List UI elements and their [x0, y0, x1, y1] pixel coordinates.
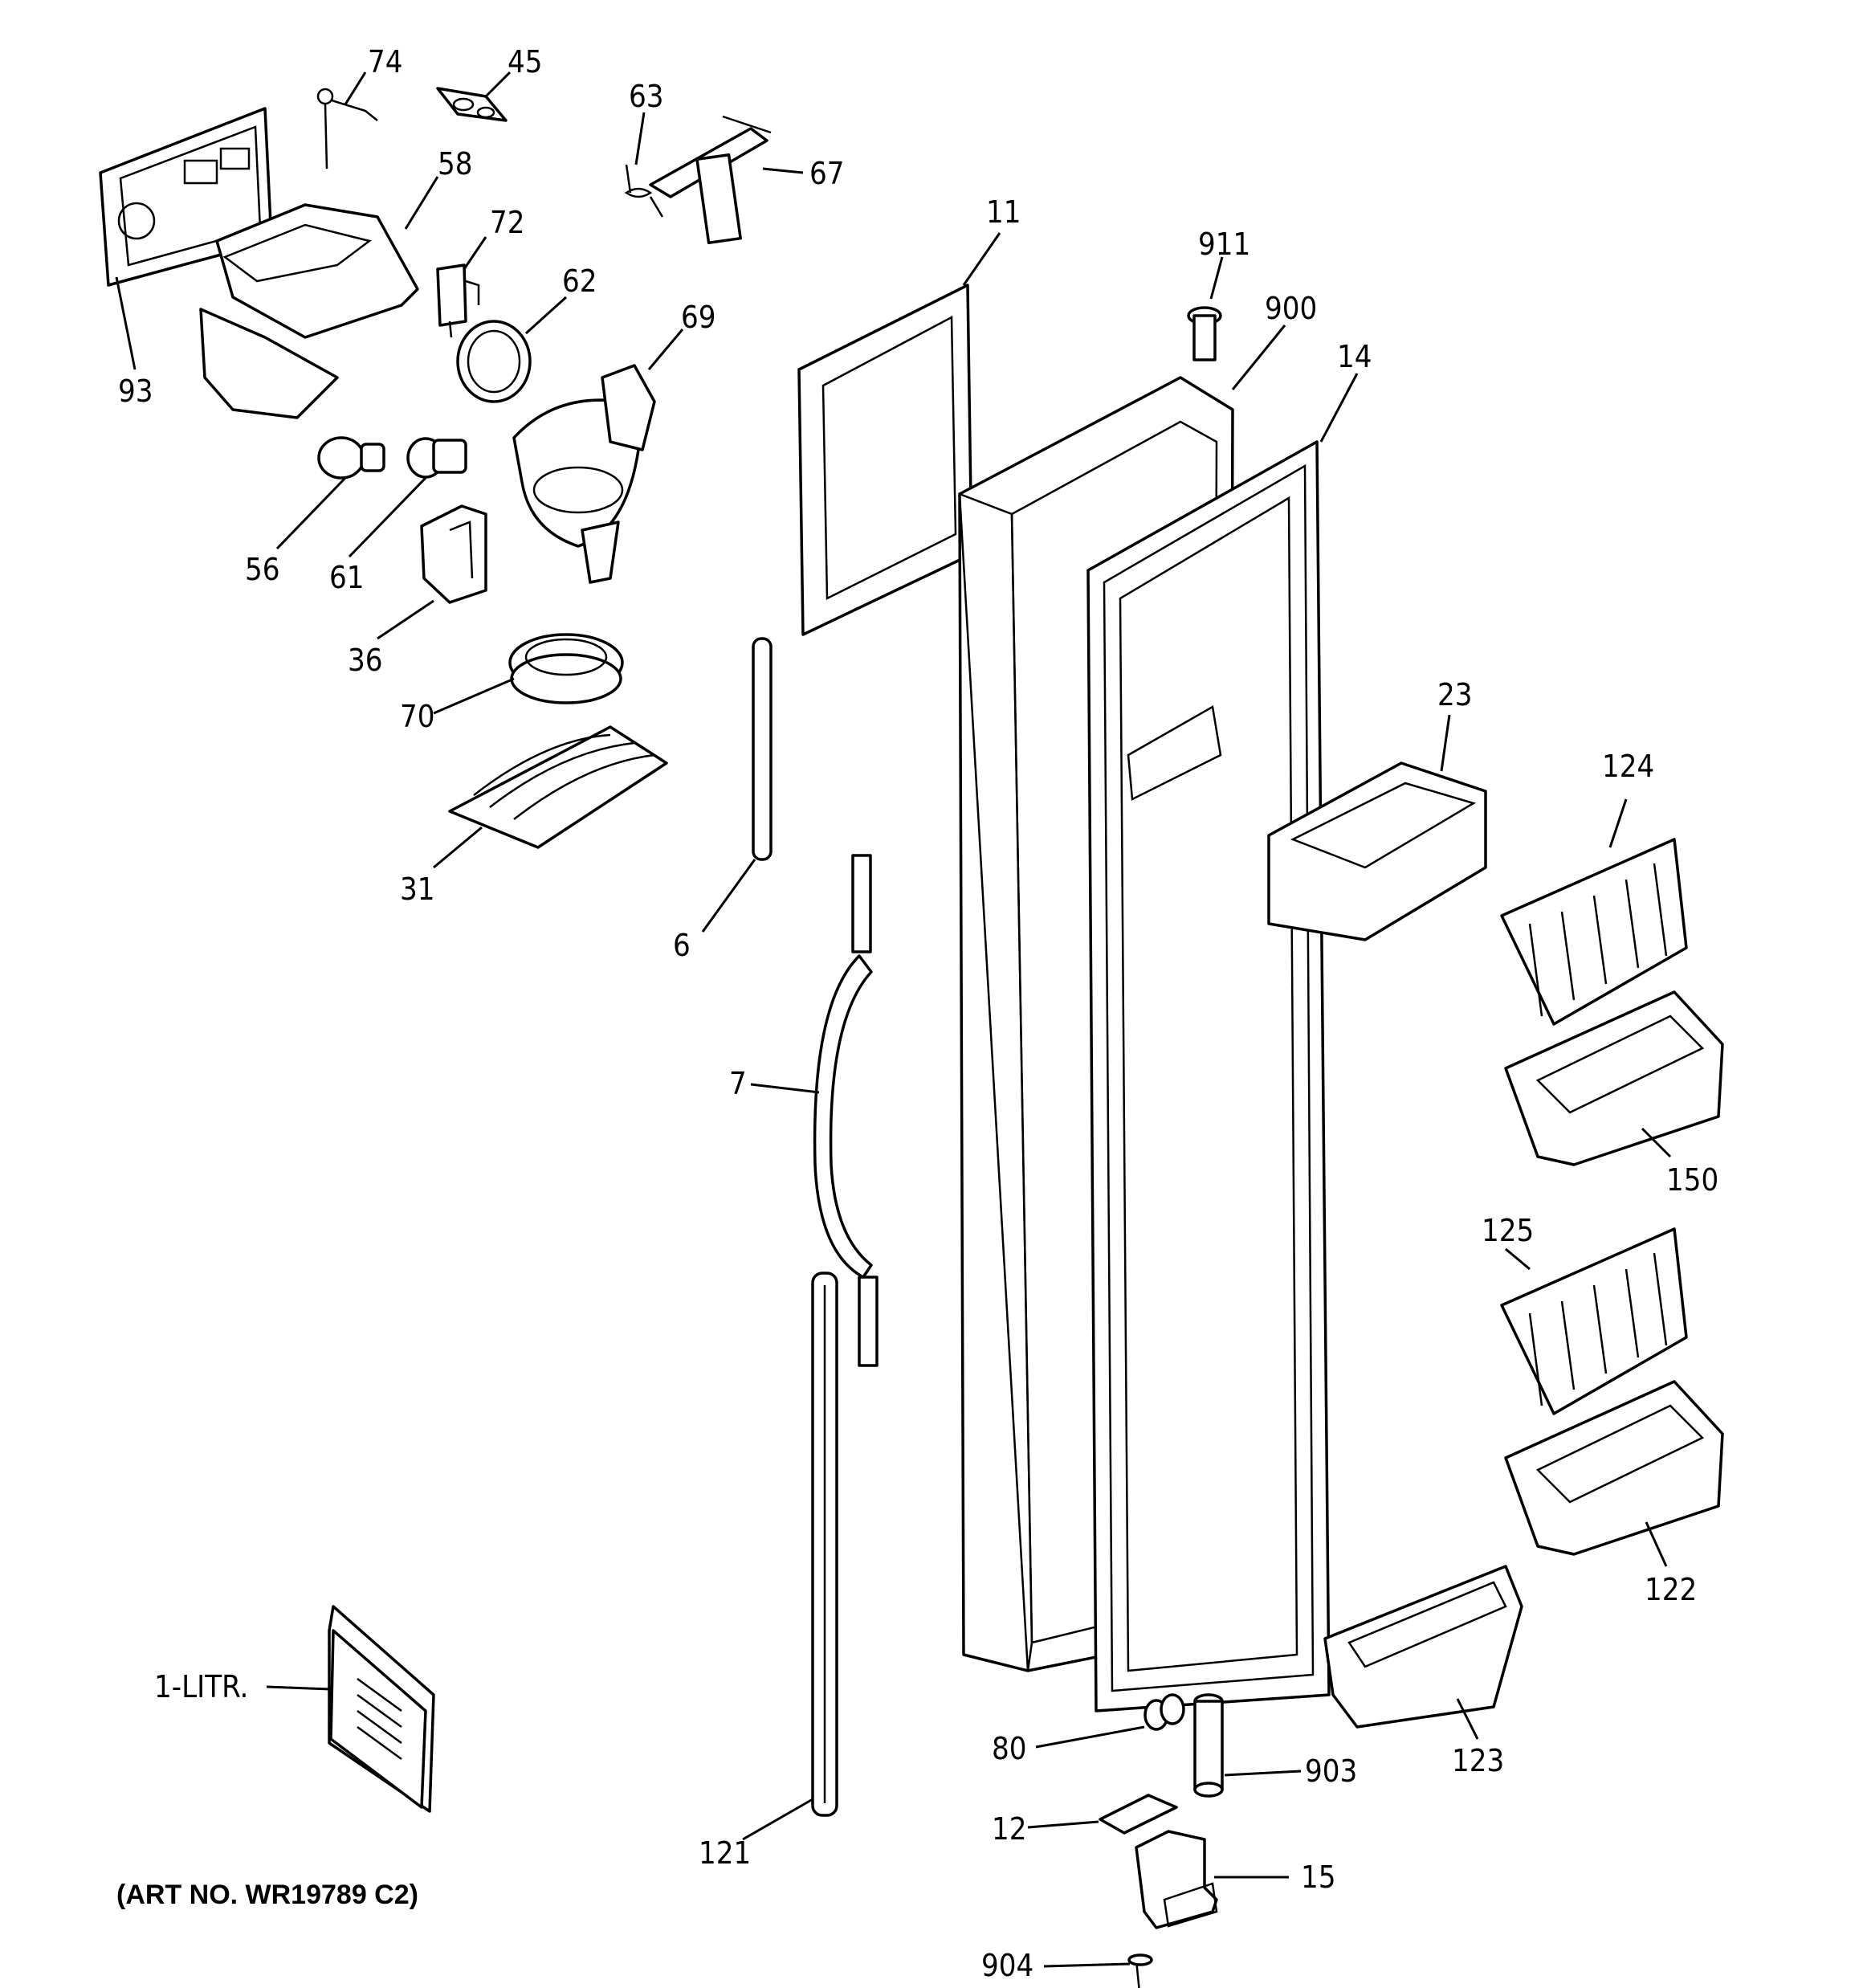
part-904-screw	[1127, 1953, 1153, 1988]
callout-69: 69	[681, 300, 716, 335]
part-150-door-bin	[1504, 990, 1724, 1166]
part-63-spring	[624, 164, 664, 218]
part-62-ring	[456, 320, 532, 403]
callout-56: 56	[245, 552, 280, 587]
callout-125: 125	[1482, 1213, 1534, 1248]
part-80-bushing	[1143, 1693, 1185, 1731]
part-69-ice-chute	[512, 364, 656, 584]
callout-14: 14	[1337, 339, 1372, 374]
callout-80: 80	[992, 1731, 1027, 1766]
callout-70: 70	[400, 699, 435, 734]
callout-7: 7	[729, 1066, 747, 1101]
part-58-dispenser-housing	[199, 203, 419, 419]
callout-1-litr: 1-LITR.	[154, 1669, 248, 1704]
callout-12: 12	[992, 1811, 1027, 1847]
part-23-door-bin	[1267, 761, 1487, 941]
part-31-drip-tray	[448, 725, 668, 849]
parts-drawing	[99, 87, 1724, 1988]
part-72-switch	[436, 263, 480, 338]
part-123-door-bin	[1323, 1565, 1523, 1729]
callout-122: 122	[1645, 1572, 1697, 1607]
part-125-wire-shelf	[1500, 1227, 1688, 1415]
callout-900: 900	[1265, 291, 1317, 326]
callout-911: 911	[1198, 227, 1250, 262]
callout-63: 63	[629, 79, 664, 114]
callout-123: 123	[1452, 1743, 1504, 1778]
part-911-cap	[1187, 306, 1222, 361]
part-121-trim-strip	[811, 1272, 838, 1817]
part-11-door-frame	[797, 284, 973, 636]
part-74-spring	[316, 88, 378, 169]
part-124-wire-shelf	[1500, 838, 1688, 1026]
callout-67: 67	[809, 156, 845, 191]
part-12-plate	[1099, 1794, 1178, 1835]
callout-62: 62	[562, 263, 597, 299]
callout-labels: 74 45 63 67 58 72 93 62 69 56 61 36 70 3…	[118, 44, 1718, 1983]
part-14-gasket	[1086, 440, 1331, 1712]
part-6-trim-strip	[752, 637, 773, 861]
part-15-hinge	[1135, 1830, 1218, 1929]
part-literature-booklet	[328, 1605, 435, 1813]
part-122-door-bin	[1504, 1380, 1724, 1556]
part-67-actuator	[649, 115, 772, 245]
callout-903: 903	[1305, 1753, 1357, 1789]
callout-72: 72	[490, 205, 525, 240]
callout-45: 45	[508, 44, 543, 80]
part-56-light-bulb	[317, 436, 385, 480]
leader-lines	[115, 71, 1672, 1968]
callout-150: 150	[1666, 1162, 1718, 1198]
callout-124: 124	[1602, 749, 1654, 784]
part-7-handle	[813, 854, 879, 1367]
art-number: (ART NO. WR19789 C2)	[116, 1880, 418, 1910]
part-61-socket	[406, 437, 467, 479]
part-903-hinge-pin	[1193, 1693, 1224, 1798]
callout-121: 121	[699, 1835, 751, 1871]
part-45-bracket	[436, 87, 508, 122]
callout-74: 74	[368, 44, 403, 80]
callout-23: 23	[1437, 677, 1473, 712]
callout-61: 61	[329, 560, 365, 595]
part-36-bracket	[420, 504, 487, 604]
callout-11: 11	[986, 194, 1021, 230]
callout-58: 58	[438, 146, 473, 182]
callout-93: 93	[118, 374, 153, 409]
callout-31: 31	[400, 872, 435, 907]
callout-36: 36	[348, 643, 383, 678]
part-70-gear-ring	[508, 633, 624, 704]
callout-6: 6	[673, 928, 691, 963]
callout-15: 15	[1301, 1859, 1336, 1895]
callout-904: 904	[981, 1948, 1033, 1983]
